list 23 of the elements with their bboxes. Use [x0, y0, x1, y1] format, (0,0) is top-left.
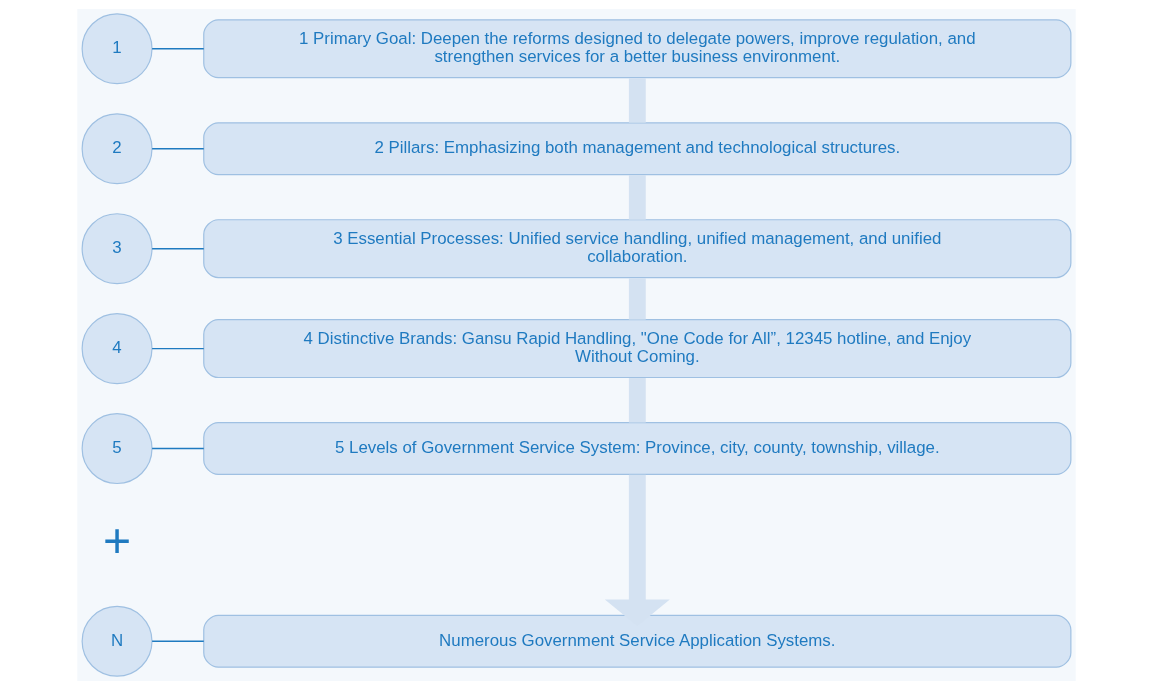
- node-circle: 1: [81, 12, 153, 84]
- connector: [150, 640, 204, 642]
- connector: [628, 77, 646, 123]
- connector: [150, 447, 204, 449]
- node-box: 3 Essential Processes: Unified service handling, unified management, and unified collaboration.: [202, 218, 1071, 278]
- label: +: [102, 512, 131, 567]
- node-circle: N: [81, 605, 153, 677]
- node-circle: 5: [81, 412, 153, 484]
- node-box: 2 Pillars: Emphasizing both management and technological structures.: [202, 121, 1071, 175]
- node-box: Numerous Government Service Application Systems.: [202, 614, 1071, 668]
- node-box: 4 Distinctive Brands: Gansu Rapid Handling, "One Code for All”, 12345 hotline, and Enjoy Without Coming.: [202, 318, 1071, 378]
- node-circle: 4: [81, 312, 153, 384]
- connector: [150, 147, 204, 149]
- connector: [150, 247, 204, 249]
- node-box: 1 Primary Goal: Deepen the reforms designed to delegate powers, improve regulation, and strengthen services for a better business environment.: [202, 18, 1071, 78]
- connector: [628, 277, 646, 320]
- node-circle: 2: [81, 112, 153, 184]
- node-box: 5 Levels of Government Service System: Province, city, county, township, village.: [202, 421, 1071, 475]
- node-circle: 3: [81, 212, 153, 284]
- connector: [628, 174, 646, 220]
- connector: [150, 47, 204, 49]
- connector: [628, 377, 646, 423]
- connector: [150, 347, 204, 349]
